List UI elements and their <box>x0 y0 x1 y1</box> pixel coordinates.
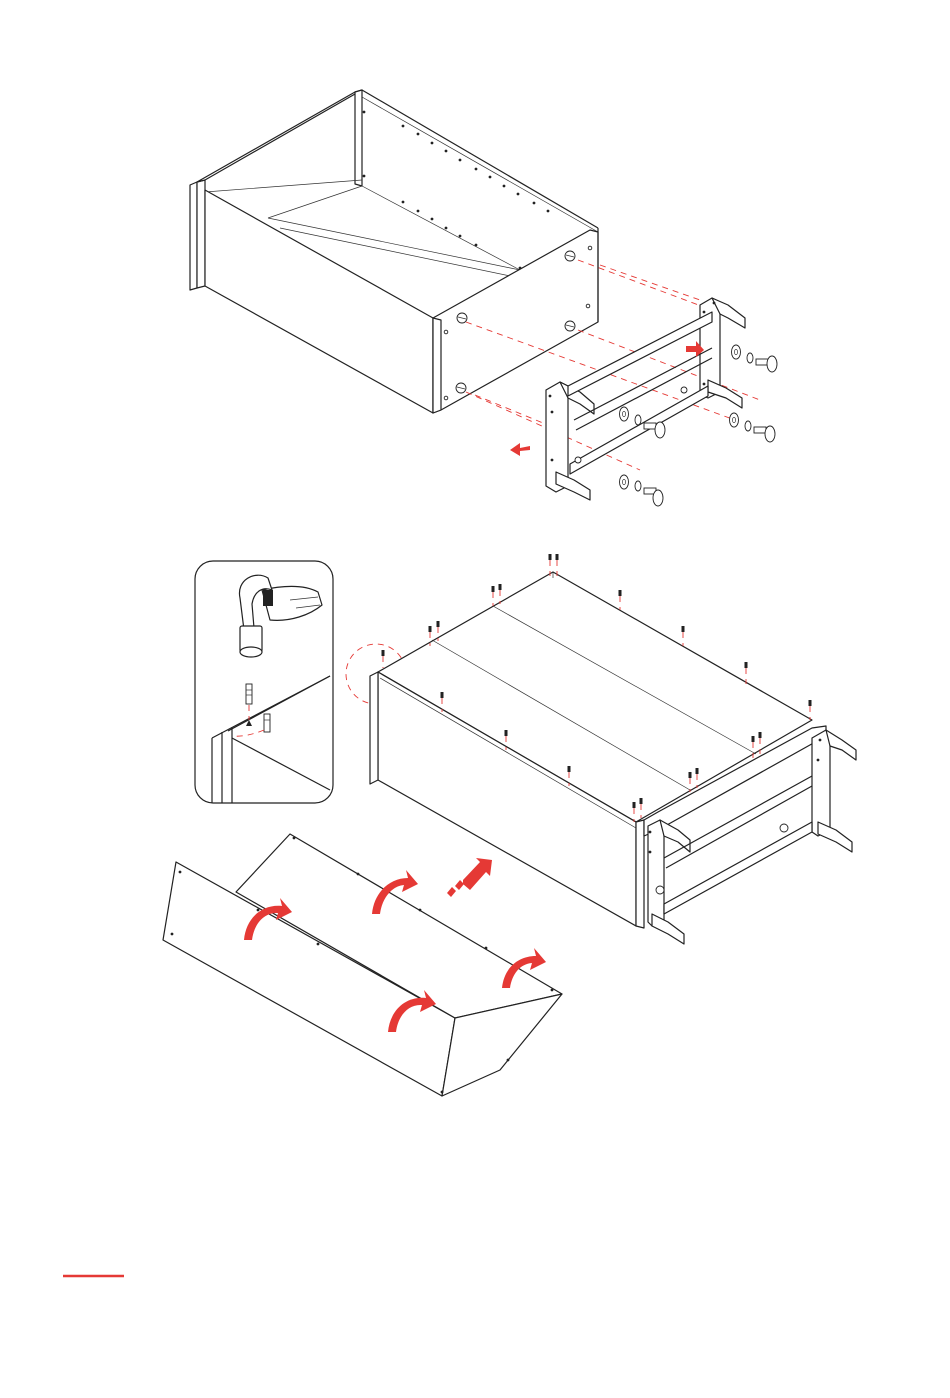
cabinet-box <box>190 90 598 413</box>
cabinet-holes <box>363 111 550 270</box>
arrow-left-icon <box>510 443 530 456</box>
cabinet-assembled <box>370 554 812 928</box>
hammer-detail-inset <box>195 561 333 803</box>
back-panel <box>163 834 562 1096</box>
insert-arrow-icon <box>447 858 492 897</box>
